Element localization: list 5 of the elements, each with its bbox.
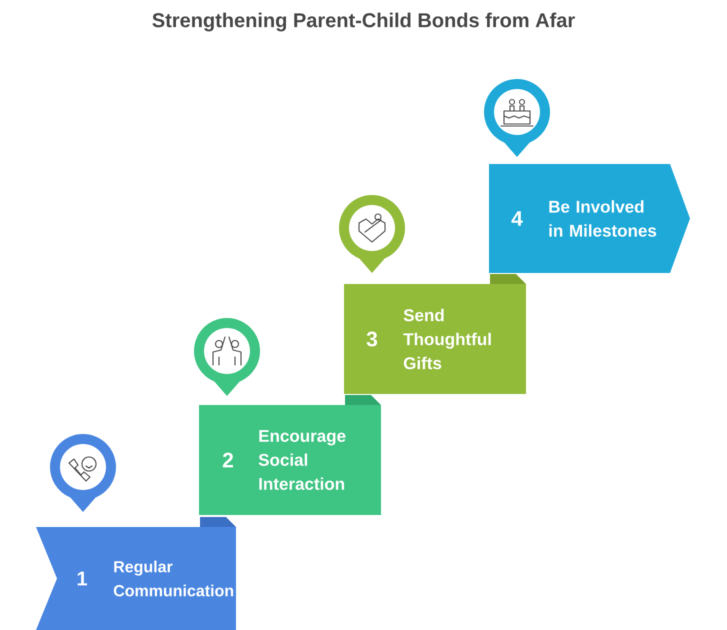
step-box: 3 Send Thoughtful Gifts <box>344 284 526 394</box>
step-box: 4 Be Involved in Milestones <box>489 164 690 273</box>
title: Strengthening Parent-Child Bonds from Afar <box>152 12 575 32</box>
step-box: 1 Regular Communication <box>36 527 236 630</box>
step-box: 2 Encourage Social Interaction <box>199 405 381 515</box>
